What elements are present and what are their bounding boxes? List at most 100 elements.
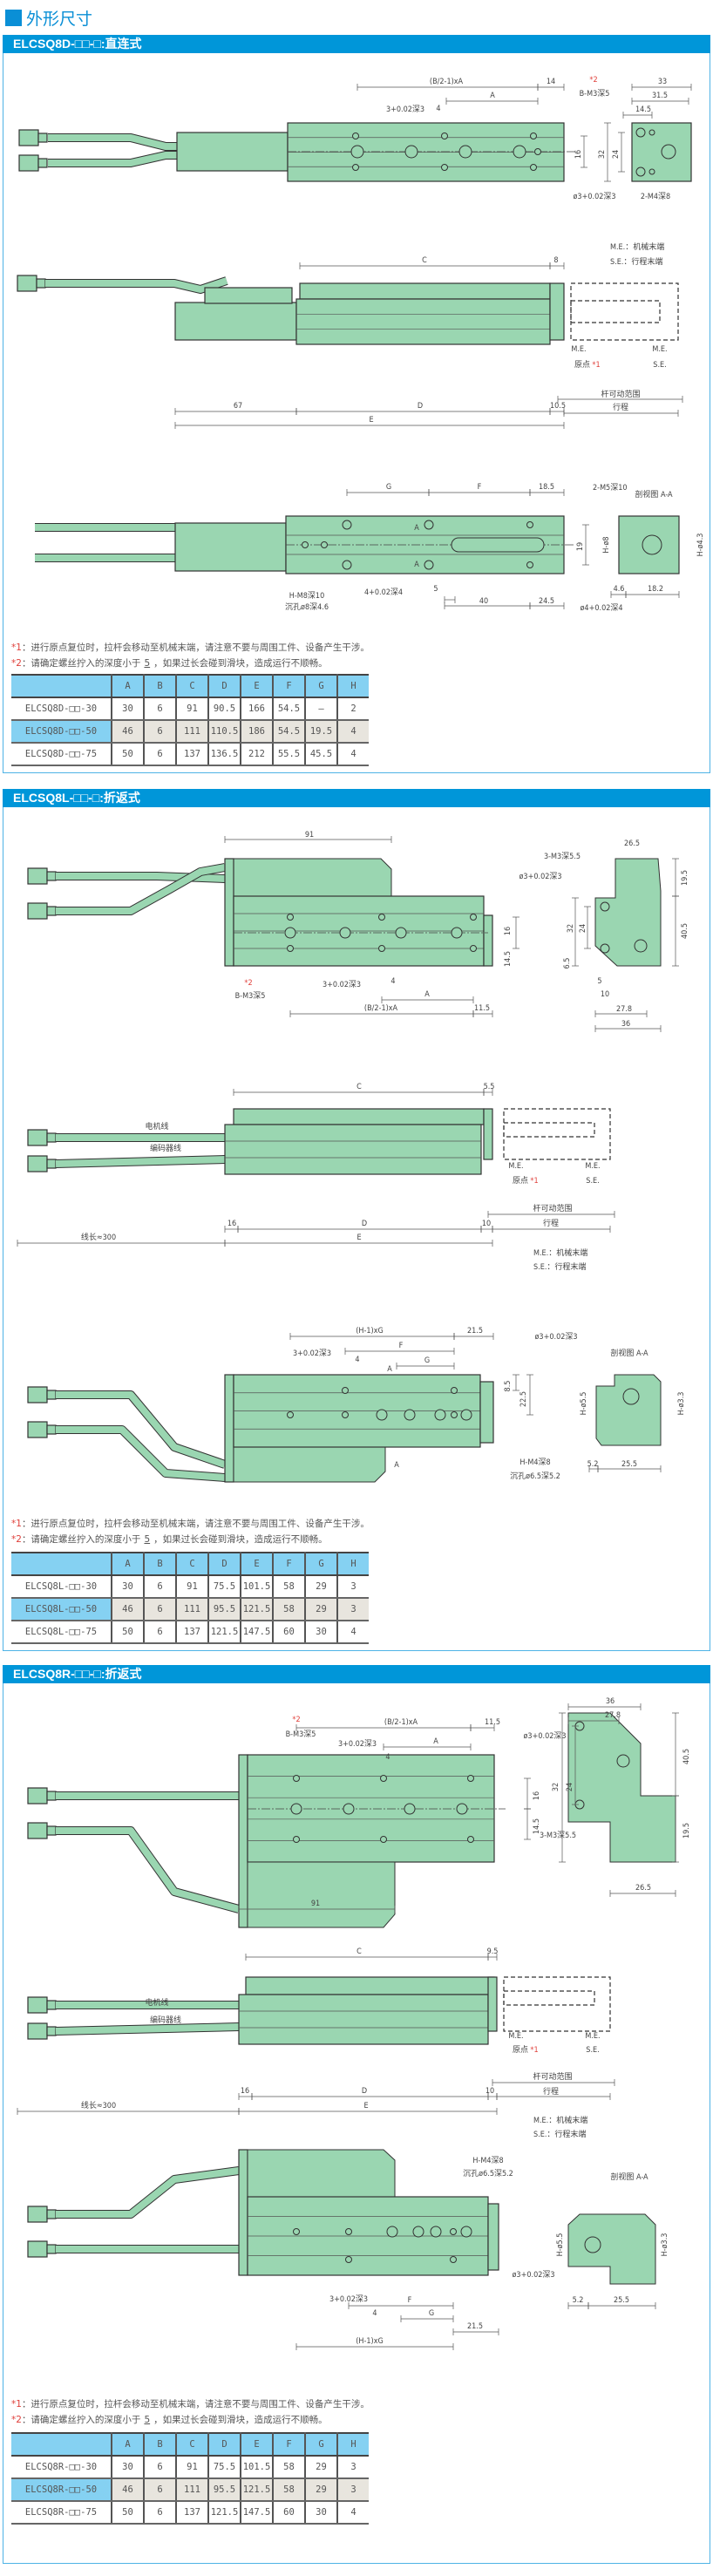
dimension-label: 26.5 <box>624 839 640 848</box>
bore-icon <box>642 534 662 555</box>
dimension-label: (B/2-1)xA <box>384 1718 418 1727</box>
value-cell: 46 <box>111 1598 145 1621</box>
value-cell: 60 <box>272 1621 306 1644</box>
value-cell: — <box>304 697 338 721</box>
mounting-hole-icon <box>470 914 477 921</box>
dimension-label: F <box>478 483 482 492</box>
dimension-label: 3+0.02深3 <box>323 980 361 989</box>
dimension-label: *1 <box>530 1177 538 1186</box>
counterbore-hole-icon <box>386 2226 398 2238</box>
column-header: E <box>240 1552 274 1576</box>
dimension-label: S.E.：行程末端 <box>533 2129 586 2139</box>
model-cell: ELCSQ8R-□□-50 <box>11 2478 112 2502</box>
mounting-hole-icon <box>441 164 448 171</box>
connector-icon <box>27 2022 48 2040</box>
value-cell: 186 <box>240 720 274 744</box>
dimension-label: G <box>386 483 391 492</box>
mounting-hole-icon <box>450 2256 457 2263</box>
dimension-label: 4+0.02深4 <box>364 588 403 597</box>
value-cell: 90.5 <box>207 697 241 721</box>
dimension-label: 31.5 <box>652 92 668 100</box>
connector-neck <box>46 1825 57 1836</box>
connector-neck <box>37 133 48 143</box>
counterbore-hole-icon <box>376 1409 388 1421</box>
dimension-label: 14 <box>547 78 555 86</box>
dimension-label: (B/2-1)xA <box>430 78 464 86</box>
dimension-label: M.E.：机械末端 <box>533 2115 587 2125</box>
column-header: E <box>240 674 274 698</box>
rod-end <box>479 1381 494 1444</box>
dimension-label: 16 <box>227 1220 236 1228</box>
pin-hole-icon <box>339 927 351 939</box>
end-view <box>594 858 662 967</box>
dimension-label: 18.2 <box>648 585 663 594</box>
value-cell: 121.5 <box>240 1598 274 1621</box>
value-cell: 2 <box>336 697 369 721</box>
connector-neck <box>46 2209 57 2219</box>
mounting-hole-icon <box>526 561 533 568</box>
dimension-label: 沉孔ø6.5深5.2 <box>510 1472 560 1481</box>
value-cell: 46 <box>111 2478 145 2502</box>
mounting-hole-icon <box>380 1836 387 1843</box>
dimension-label: C <box>356 1083 362 1091</box>
dimension-label: S.E.：行程末端 <box>610 256 662 267</box>
column-header: G <box>304 674 338 698</box>
value-cell: 58 <box>272 2478 306 2502</box>
motor-flange <box>238 1754 248 1928</box>
value-cell: 75.5 <box>207 2456 241 2479</box>
dimension-label: H-M4深8 <box>519 1458 550 1467</box>
actuator-body <box>224 1124 482 1175</box>
dimension-label: F <box>399 1342 404 1350</box>
value-cell: 147.5 <box>240 1621 274 1644</box>
dimension-label: 电机线 <box>145 1997 168 2008</box>
dimension-label: 9.5 <box>487 1947 499 1956</box>
note-text-after: ，如果过长会碰到滑块，造成运行不顺畅。 <box>153 658 328 669</box>
pin-hole-icon <box>290 1803 302 1815</box>
dimension-label: 剖视图 A-A <box>635 489 673 500</box>
column-header <box>11 2432 112 2457</box>
value-cell: 121.5 <box>240 2478 274 2502</box>
column-header: B <box>143 1552 177 1576</box>
value-cell: 30 <box>111 1575 145 1599</box>
mounting-hole-icon <box>470 945 477 952</box>
dimension-label: 行程 <box>613 402 628 412</box>
value-cell: 137 <box>175 2501 209 2525</box>
dimension-label: 编码器线 <box>150 2015 181 2025</box>
dimension-label: 3+0.02深3 <box>293 1349 331 1358</box>
dimension-label: H-M4深8 <box>472 2156 503 2165</box>
connector-icon <box>27 1129 48 1146</box>
connector-neck <box>46 906 57 916</box>
column-header: E <box>240 2432 274 2457</box>
connector-icon <box>27 1787 48 1805</box>
column-header: G <box>304 1552 338 1576</box>
dimension-label: 36 <box>621 1020 630 1029</box>
section-view <box>567 2213 656 2285</box>
dimension-label: 3+0.02深3 <box>338 1739 377 1749</box>
dimension-label: E <box>356 1234 361 1242</box>
motor-housing <box>247 1861 396 1928</box>
pin-hole-icon <box>343 1803 355 1815</box>
column-header: D <box>207 674 241 698</box>
value-cell: 136.5 <box>207 743 241 766</box>
dimension-label: H-ø5.5 <box>556 2233 565 2257</box>
dimension-label: 8.5 <box>504 1381 513 1392</box>
dimension-label: S.E. <box>586 1177 599 1186</box>
value-cell: 147.5 <box>240 2501 274 2525</box>
dimension-label: S.E. <box>586 2046 599 2055</box>
dimension-label: 5.2 <box>573 2296 584 2305</box>
actuator-body <box>247 1754 495 1863</box>
column-header: B <box>143 674 177 698</box>
value-cell: 46 <box>111 720 145 744</box>
title-square-icon <box>5 9 22 26</box>
cable <box>56 864 226 914</box>
dimension-label: M.E. <box>508 2032 523 2041</box>
dimension-label: 16 <box>574 150 583 159</box>
dimension-label: 原点 <box>574 360 590 370</box>
upper-rail <box>245 1976 495 1995</box>
dimension-label: 21.5 <box>467 1327 483 1336</box>
dimension-label: 剖视图 A-A <box>610 1348 648 1358</box>
